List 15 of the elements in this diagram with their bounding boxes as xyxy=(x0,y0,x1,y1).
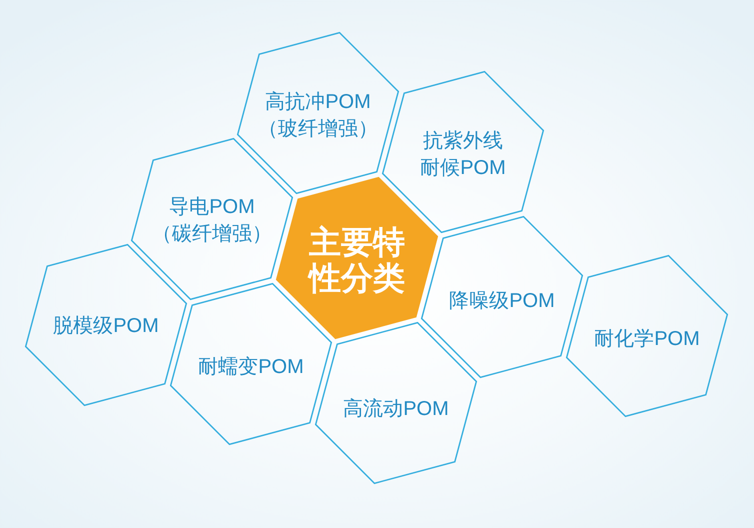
hexagon xyxy=(313,320,479,486)
hexagon xyxy=(23,242,189,408)
category-label: 耐蠕变POM xyxy=(198,354,304,380)
category-label: 高流动POM xyxy=(343,396,449,422)
category-label: 脱模级POM xyxy=(53,314,159,338)
center-hexagon xyxy=(274,175,440,341)
category-label: 降噪级POM xyxy=(449,288,555,314)
category-label: 高抗冲POM（玻纤增强） xyxy=(257,90,379,142)
hexagon xyxy=(235,30,401,196)
hexagon xyxy=(564,253,730,419)
category-label: 导电POM（碳纤增强） xyxy=(151,195,273,247)
category-label: 耐化学POM xyxy=(594,326,700,352)
center-title: 主要特性分类 xyxy=(307,224,406,296)
hexagon xyxy=(419,214,585,380)
category-label: 抗紫外线耐候POM xyxy=(419,129,507,181)
